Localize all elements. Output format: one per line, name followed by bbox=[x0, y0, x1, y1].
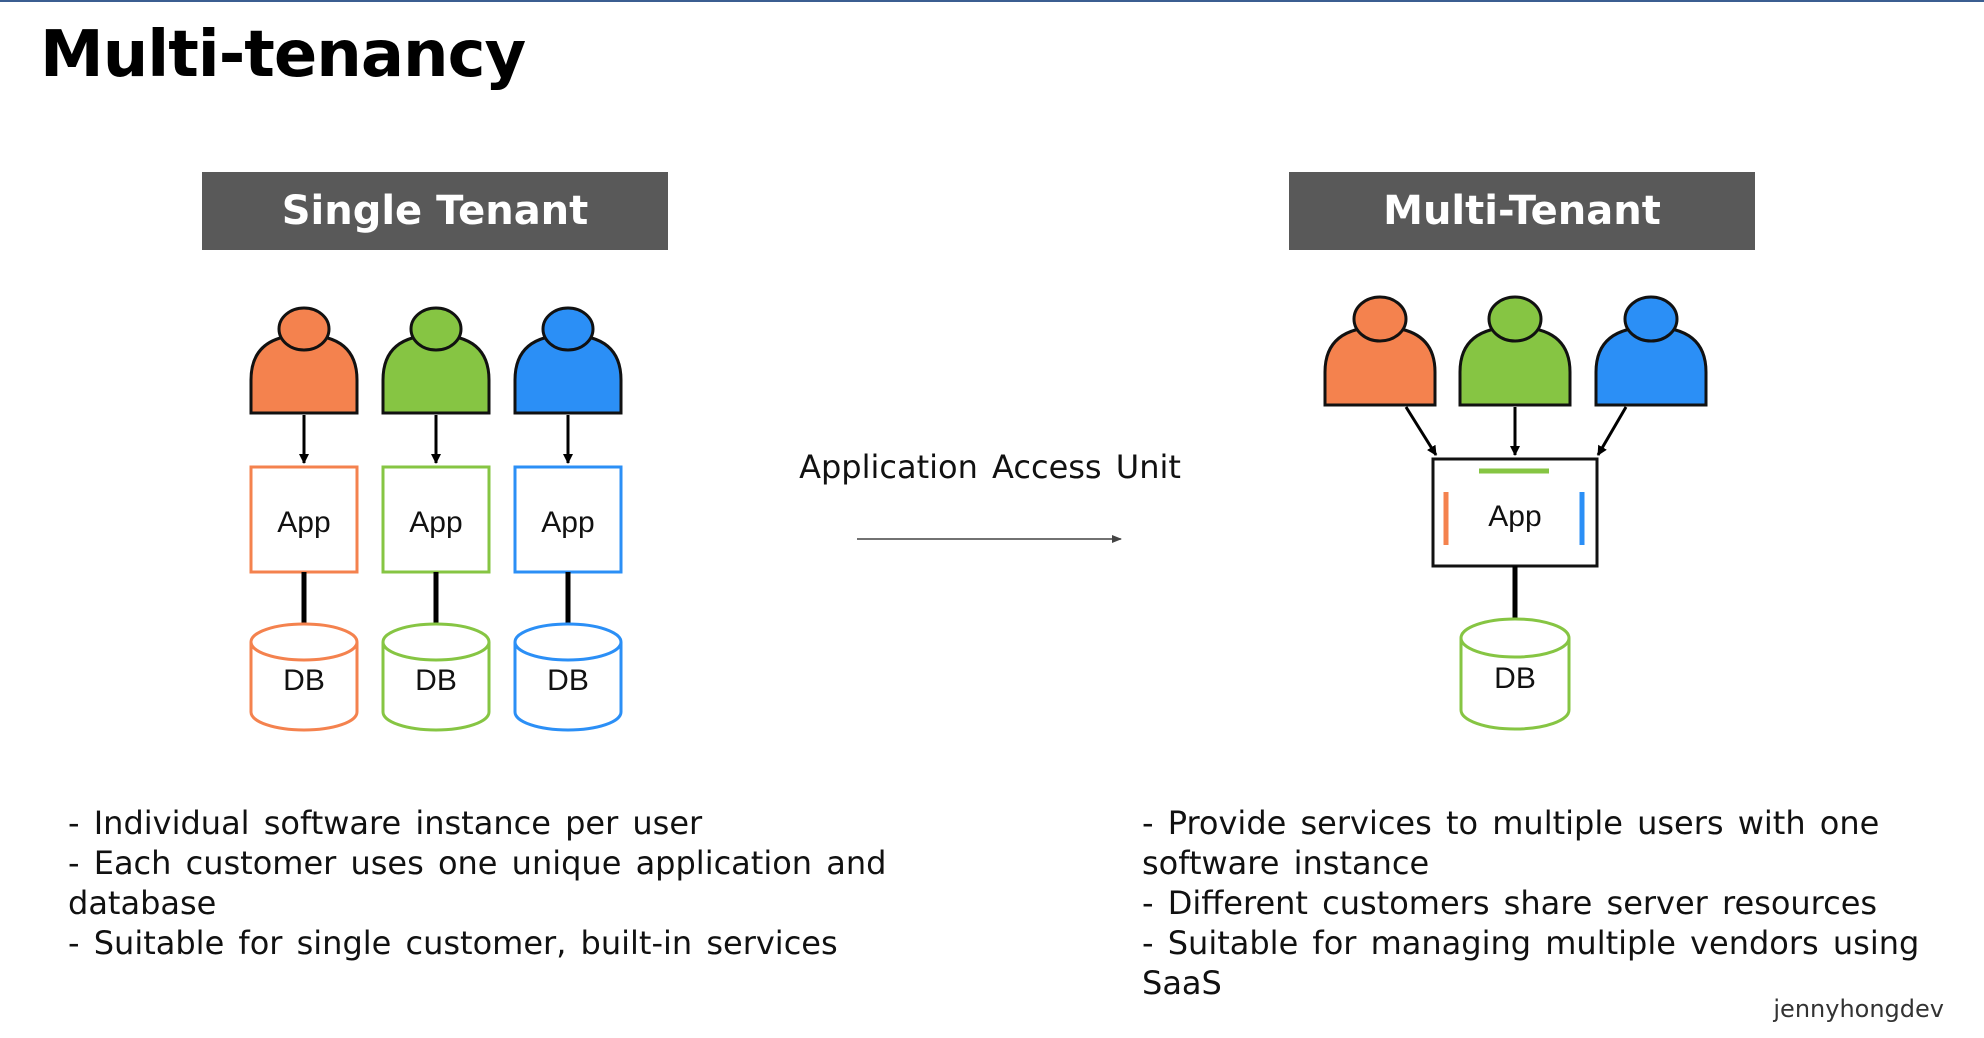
bullet-item: - Suitable for single customer, built-in… bbox=[68, 924, 838, 962]
author-watermark: jennyhongdev bbox=[1773, 995, 1944, 1023]
user-icon-green bbox=[1458, 295, 1572, 407]
single-tenant-column-green: App DB bbox=[381, 306, 491, 732]
bullet-item: - Each customer uses one unique applicat… bbox=[68, 844, 887, 922]
app-label: App bbox=[541, 506, 594, 539]
top-rule bbox=[0, 0, 1984, 2]
bullet-item: - Different customers share server resou… bbox=[1142, 884, 1878, 922]
db-cylinder-orange bbox=[249, 622, 359, 732]
user-icon-blue bbox=[513, 306, 623, 415]
db-cylinder-blue bbox=[513, 622, 623, 732]
db-label: DB bbox=[283, 664, 325, 697]
user-icon-orange bbox=[1323, 295, 1437, 407]
bullet-item: - Individual software instance per user bbox=[68, 804, 703, 842]
app-box-green bbox=[381, 465, 491, 574]
user-to-app-arrow bbox=[1404, 406, 1438, 456]
shared-app-box bbox=[1431, 457, 1599, 568]
multi-tenant-header: Multi-Tenant bbox=[1289, 172, 1755, 250]
single-tenant-header: Single Tenant bbox=[202, 172, 668, 250]
app-label: App bbox=[1488, 500, 1541, 533]
bullet-item: software instance bbox=[1142, 844, 1430, 882]
user-icon-green bbox=[381, 306, 491, 415]
shared-db-cylinder bbox=[1459, 617, 1571, 731]
app-label: App bbox=[277, 506, 330, 539]
page-title: Multi-tenancy bbox=[40, 18, 526, 92]
single-tenant-column-blue: App DB bbox=[513, 306, 623, 732]
single-tenant-bullets: - Individual software instance per user … bbox=[68, 803, 968, 963]
bullet-item: - Provide services to multiple users wit… bbox=[1142, 804, 1880, 842]
app-box-blue bbox=[513, 465, 623, 574]
multi-tenant-bullets: - Provide services to multiple users wit… bbox=[1142, 803, 1972, 1003]
user-icon-blue bbox=[1594, 295, 1708, 407]
user-icon-orange bbox=[249, 306, 359, 415]
db-label: DB bbox=[547, 664, 589, 697]
user-to-app-arrow bbox=[1596, 406, 1628, 456]
multi-tenant-diagram: App DB bbox=[1323, 295, 1708, 731]
db-label: DB bbox=[415, 664, 457, 697]
db-cylinder-green bbox=[381, 622, 491, 732]
application-access-unit-label: Application Access Unit bbox=[799, 448, 1181, 486]
single-tenant-column-orange: App DB bbox=[249, 306, 359, 732]
db-label: DB bbox=[1494, 662, 1536, 695]
app-label: App bbox=[409, 506, 462, 539]
bullet-item: - Suitable for managing multiple vendors… bbox=[1142, 924, 1920, 1002]
